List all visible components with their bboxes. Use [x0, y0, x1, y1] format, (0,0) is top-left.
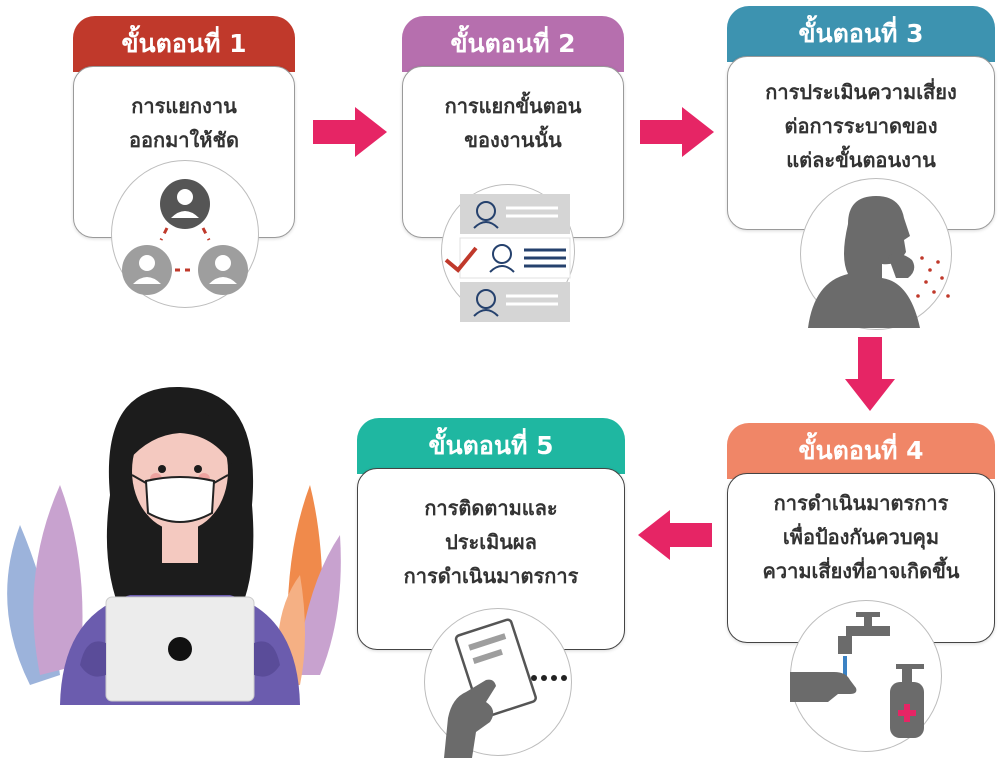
arrow-down [845, 337, 895, 411]
step-4-header: ขั้นตอนที่ 4 [727, 423, 995, 479]
step-4-line-3: ความเสี่ยงที่อาจเกิดขึ้น [762, 559, 960, 583]
step-4-line-2: เพื่อป้องกันควบคุม [782, 525, 940, 549]
step-1-line-1: การแยกงาน [131, 94, 237, 118]
coughing-person-icon [808, 196, 950, 328]
step-4-line-1: การดำเนินมาตรการ [773, 491, 949, 515]
step-1-header: ขั้นตอนที่ 1 [73, 16, 295, 72]
step-1-line-2: ออกมาให้ชัด [128, 128, 240, 152]
step-3-box: การประเมินความเสี่ยง ต่อการระบาดของ แต่ล… [727, 56, 995, 230]
step-4-card: ขั้นตอนที่ 4 การดำเนินมาตรการ เพื่อป้องก… [727, 423, 995, 643]
hand-washing-icon [790, 612, 924, 738]
step-2-box: การแยกขั้นตอน ของงานนั้น [402, 66, 624, 238]
people-network-icon [122, 179, 248, 295]
step-5-line-2: ประเมินผล [445, 530, 537, 554]
step-5-line-3: การดำเนินมาตรการ [403, 564, 579, 588]
arrow-right-2 [640, 107, 714, 157]
step-4-box: การดำเนินมาตรการ เพื่อป้องกันควบคุม ความ… [727, 473, 995, 643]
step-1-card: ขั้นตอนที่ 1 การแยกงาน ออกมาให้ชัด [73, 16, 295, 238]
step-3-line-1: การประเมินความเสี่ยง [765, 80, 957, 104]
step-3-header: ขั้นตอนที่ 3 [727, 6, 995, 62]
step-2-card: ขั้นตอนที่ 2 การแยกขั้นตอน ของงานนั้น [402, 16, 624, 238]
arrow-right-1 [313, 107, 387, 157]
hand-holding-document-icon [444, 618, 567, 758]
masked-woman-with-laptop-illustration [7, 386, 341, 705]
step-5-line-1: การติดตามและ [424, 496, 558, 520]
arrow-left [638, 510, 712, 560]
step-2-line-1: การแยกขั้นตอน [444, 94, 582, 118]
step-5-header: ขั้นตอนที่ 5 [357, 418, 625, 474]
checklist-icon [444, 194, 571, 322]
step-3-line-3: แต่ละขั้นตอนงาน [786, 148, 936, 172]
step-3-line-2: ต่อการระบาดของ [784, 114, 938, 138]
step-2-header: ขั้นตอนที่ 2 [402, 16, 624, 72]
step-2-line-2: ของงานนั้น [464, 128, 562, 152]
step-3-card: ขั้นตอนที่ 3 การประเมินความเสี่ยง ต่อการ… [727, 6, 995, 230]
